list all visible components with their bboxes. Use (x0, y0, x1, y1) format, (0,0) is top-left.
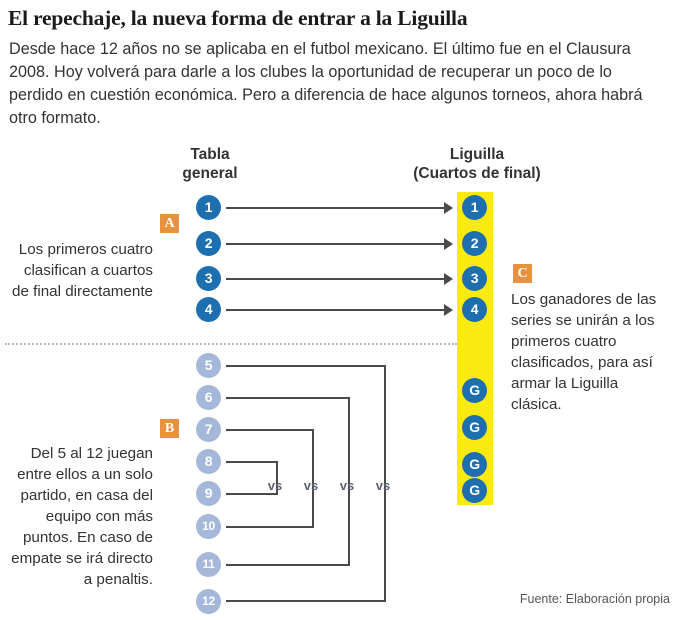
seed-circle-4: 4 (196, 297, 221, 322)
note-b-text: Del 5 al 12 juegan entre ellos a un solo… (11, 445, 153, 588)
liguilla-circle-3: 3 (462, 266, 487, 291)
column-heading-liguilla: Liguilla (Cuartos de final) (392, 145, 562, 184)
seed-circle-6: 6 (193, 382, 224, 413)
column-heading-liguilla-line1: Liguilla (449, 146, 505, 163)
article-standfirst: Desde hace 12 años no se aplicaba en el … (9, 40, 643, 127)
page-title: El repechaje, la nueva forma de entrar a… (8, 6, 468, 30)
bracket-line-8 (226, 461, 278, 463)
seed-circle-11: 11 (193, 549, 224, 580)
bracket-line-7 (226, 429, 314, 431)
column-heading-tabla-line2: general (182, 165, 238, 183)
bracket-join-6-11 (348, 397, 350, 565)
badge-a: A (160, 214, 179, 233)
seed-circle-12: 12 (193, 586, 224, 617)
bracket-line-9 (226, 493, 278, 495)
qualify-arrow-head-1 (444, 202, 453, 214)
note-a-text: Los primeros cuatro clasifican a cuartos… (12, 241, 153, 300)
seed-circle-1: 1 (196, 195, 221, 220)
liguilla-circle-2: 2 (462, 231, 487, 256)
bracket-line-12 (226, 600, 386, 602)
badge-b: B (160, 419, 179, 438)
liguilla-winner-circle-1: G (462, 378, 487, 403)
badge-c: C (513, 264, 532, 283)
seed-circle-3: 3 (196, 266, 221, 291)
note-c-text: Los ganadores de las series se unirán a … (511, 291, 657, 413)
qualify-arrow-line-3 (226, 278, 444, 280)
qualify-arrow-head-3 (444, 273, 453, 285)
bracket-join-8-9 (276, 461, 278, 494)
bracket-line-11 (226, 564, 350, 566)
seed-circle-5: 5 (193, 350, 224, 381)
liguilla-winner-circle-3: G (462, 452, 487, 477)
column-heading-tabla-line1: Tabla (190, 146, 230, 163)
seed-circle-9: 9 (193, 478, 224, 509)
section-divider (5, 343, 457, 345)
qualify-arrow-line-4 (226, 309, 444, 311)
vs-label-5-12: vs (375, 478, 391, 493)
bracket-line-6 (226, 397, 350, 399)
liguilla-circle-4: 4 (462, 297, 487, 322)
vs-label-6-11: vs (339, 478, 355, 493)
vs-label-7-10: vs (303, 478, 319, 493)
seed-circle-2: 2 (196, 231, 221, 256)
column-heading-liguilla-line2: (Cuartos de final) (413, 165, 541, 183)
bracket-line-5 (226, 365, 386, 367)
liguilla-circle-1: 1 (462, 195, 487, 220)
liguilla-winner-circle-2: G (462, 415, 487, 440)
bracket-join-5-12 (384, 365, 386, 601)
seed-circle-10: 10 (193, 511, 224, 542)
qualify-arrow-head-2 (444, 238, 453, 250)
qualify-arrow-line-1 (226, 207, 444, 209)
qualify-arrow-head-4 (444, 304, 453, 316)
seed-circle-8: 8 (193, 446, 224, 477)
bracket-line-10 (226, 526, 314, 528)
qualify-arrow-line-2 (226, 243, 444, 245)
liguilla-winner-circle-4: G (462, 478, 487, 503)
bracket-join-7-10 (312, 429, 314, 527)
seed-circle-7: 7 (193, 414, 224, 445)
vs-label-8-9: vs (267, 478, 283, 493)
source-credit: Fuente: Elaboración propia (519, 592, 670, 606)
column-heading-tabla-general: Tabla general (140, 145, 280, 184)
